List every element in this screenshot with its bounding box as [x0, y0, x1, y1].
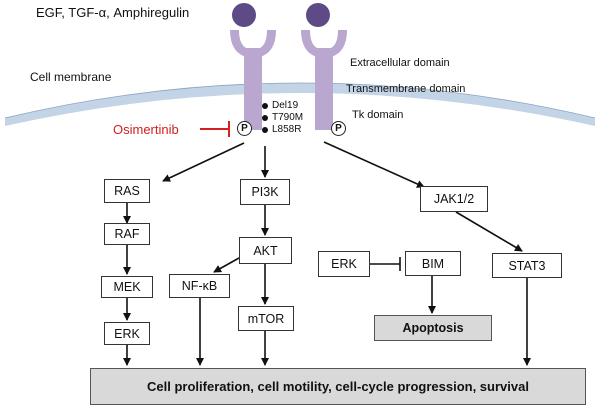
- transmembrane-domain-label: Transmembrane domain: [346, 83, 466, 95]
- cell-membrane-label: Cell membrane: [30, 70, 112, 84]
- ligand-ball-left: [232, 3, 256, 27]
- arrow-receptor-ras: [162, 142, 245, 182]
- node-bim: BIM: [405, 251, 461, 276]
- node-raf: RAF: [104, 223, 150, 245]
- ligands-label: EGF, TGF-α, Amphiregulin: [36, 5, 190, 20]
- mutation-t790m: T790M: [272, 112, 304, 123]
- phosphorylation-right: P: [331, 121, 346, 136]
- node-apoptosis: Apoptosis: [374, 315, 492, 341]
- egfr-receptor-right: [301, 30, 347, 130]
- osimertinib-label: Osimertinib: [113, 122, 179, 137]
- egfr-receptor-left: [230, 30, 276, 130]
- node-pi3k: PI3K: [240, 179, 290, 205]
- node-ras: RAS: [104, 179, 150, 203]
- node-akt: AKT: [239, 237, 292, 264]
- node-jak: JAK1/2: [420, 186, 488, 212]
- node-mtor: mTOR: [238, 306, 294, 331]
- mutation-del19: Del19: [272, 100, 299, 111]
- outcome-box: Cell proliferation, cell motility, cell-…: [90, 368, 586, 405]
- cell-membrane: [5, 83, 595, 126]
- node-erk: ERK: [104, 322, 150, 345]
- mutation-dot-t790m: [262, 115, 268, 121]
- node-nfkb: NF-κB: [169, 274, 230, 298]
- extracellular-domain-label: Extracellular domain: [350, 57, 450, 69]
- mutation-l858r: L858R: [272, 124, 302, 135]
- node-erk-bim-regulator: ERK: [318, 251, 370, 277]
- arrow-receptor-jak: [323, 141, 425, 188]
- ligand-ball-right: [306, 3, 330, 27]
- mutation-dot-l858r: [262, 127, 268, 133]
- phosphorylation-left: P: [237, 121, 252, 136]
- node-mek: MEK: [101, 276, 153, 298]
- tk-domain-label: Tk domain: [352, 109, 404, 121]
- node-stat3: STAT3: [492, 253, 562, 278]
- mutation-dot-del19: [262, 103, 268, 109]
